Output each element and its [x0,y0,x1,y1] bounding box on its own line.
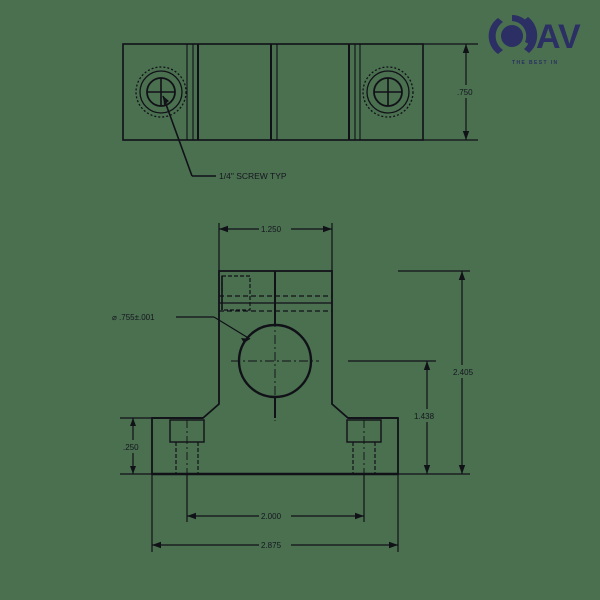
logo-tagline: THE BEST IN [512,60,559,66]
arrowhead [187,512,196,520]
dimension-bore-diameter [176,316,251,343]
top-view [122,43,424,141]
dim-text-mask [259,538,291,551]
arrowhead [423,361,431,370]
top-screw-left [135,66,187,118]
arrowhead [152,541,161,549]
logo: AV THE BEST IN [488,14,581,66]
top-view-outline [122,43,424,141]
arrowhead [458,465,466,474]
dimension-overall-width: 2.875 [151,474,399,552]
dim-text-mask [259,509,291,522]
dimension-value-overall-width: 2.875 [261,541,282,550]
dimension-value-hole-spacing: 2.000 [261,512,282,521]
mounting-hole-left [169,419,205,474]
dim-text-mask [455,85,478,98]
top-screw-right [362,66,414,118]
logo-swirl-icon [488,14,538,54]
leader-line [213,316,251,340]
front-view [151,270,399,476]
arrowhead [163,96,169,105]
dimension-base-thickness: .250 [120,417,152,475]
screw-pocket [221,275,251,311]
arrowhead [241,338,250,343]
arrowhead [219,225,228,233]
note-screw-leader [162,95,216,177]
dim-text-mask [412,409,442,422]
mounting-hole-right [346,419,382,474]
arrowhead [423,465,431,474]
dimension-value-overall-height: 2.405 [453,368,474,377]
arrowhead [130,466,136,474]
dimension-value-bore: ⌀ .755±.001 [112,313,155,322]
arrowhead [458,271,466,280]
arrowhead [462,44,470,53]
logo-wordmark: AV [536,18,581,56]
dimension-value-shoulder-height: 1.438 [414,412,435,421]
arrowhead [323,225,332,233]
arrowhead [355,512,364,520]
note-screw-text: 1/4" SCREW TYP [219,171,287,181]
dimension-shoulder-height: 1.438 [348,360,442,474]
dimension-value-base-thickness: .250 [123,443,139,452]
dimension-value-top-height: .750 [457,88,473,97]
dimension-value-top-width: 1.250 [261,225,282,234]
arrowhead [130,418,136,426]
leader-line [162,95,193,177]
dimension-top-width: 1.250 [218,222,333,271]
dim-text-mask [121,440,146,453]
dimension-top-height: .750 [423,43,478,141]
arrowhead [389,541,398,549]
dim-text-mask [259,222,291,235]
arrowhead [462,131,470,140]
dimension-hole-spacing: 2.000 [186,474,365,522]
dim-text-mask [451,365,481,378]
dimension-overall-height: 2.405 [398,270,481,475]
